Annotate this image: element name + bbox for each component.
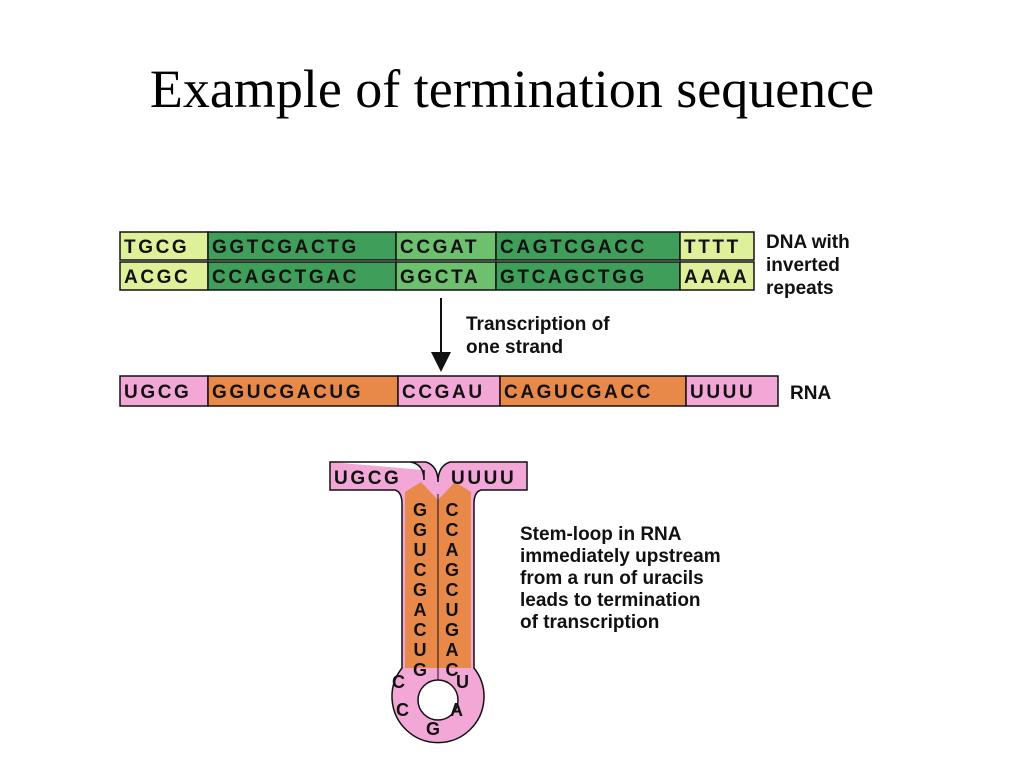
dna-top-text-1: TGCG: [124, 237, 189, 258]
loop-nt-1: C: [392, 672, 405, 692]
rna-seg-5: [685, 375, 779, 407]
loop-nt-5: U: [456, 672, 469, 692]
dna-top-seg-5: [679, 231, 755, 261]
dna-label-line-1: DNA with: [766, 232, 850, 253]
loop-nt-3: G: [426, 719, 440, 739]
dna-bottom-text-2: CCAGCTGAC: [212, 267, 359, 288]
dna-label-line-2: inverted: [766, 255, 840, 276]
dna-bottom-text-4: GTCAGCTGG: [500, 267, 647, 288]
dna-top-text-2: GGTCGACTG: [212, 237, 359, 258]
dna-bottom-text-3: GGCTA: [400, 267, 480, 288]
dna-bottom-seg-5: [679, 261, 755, 291]
stem-left-sequence: GGUCGACUG: [410, 500, 430, 680]
dna-top-seg-4: [495, 231, 681, 261]
rna-text-1: UGCG: [124, 382, 191, 403]
dna-top-seg-2: [207, 231, 397, 261]
dna-bottom-text-5: AAAA: [684, 267, 749, 288]
rna-seg-2: [207, 375, 399, 407]
rna-seg-1: [119, 375, 209, 407]
caption-line-3: from a run of uracils: [520, 568, 704, 589]
stem-loop: UGCG UUUU GGUCGACUG CCAGCUGAC C C G A U: [329, 461, 528, 744]
dna-strands: TGCG GGTCGACTG CCGAT CAGTCGACC TTTT ACGC…: [119, 231, 755, 291]
loop-nt-4: A: [450, 700, 463, 720]
dna-top-text-4: CAGTCGACC: [500, 237, 647, 258]
rna-text-4: CAGUCGACC: [504, 382, 653, 403]
rna-text-2: GGUCGACUG: [212, 382, 363, 403]
dna-label-line-3: repeats: [766, 278, 834, 299]
caption-line-5: of transcription: [520, 612, 659, 633]
transcription-label-line-1: Transcription of: [466, 314, 610, 335]
dna-top-text-3: CCGAT: [400, 237, 479, 258]
dna-top-seg-1: [119, 231, 209, 261]
stem-loop-caption: Stem-loop in RNA immediately upstream fr…: [520, 524, 721, 633]
caption-line-1: Stem-loop in RNA: [520, 524, 682, 545]
rna-text-3: CCGAU: [402, 382, 485, 403]
stem-right-tail: UUUU: [451, 468, 516, 489]
dna-bottom-seg-4: [495, 261, 681, 291]
dna-top-text-5: TTTT: [684, 237, 741, 258]
rna-seg-3: [397, 375, 501, 407]
stem-left-tail: UGCG: [334, 468, 401, 489]
rna-label: RNA: [790, 383, 831, 404]
transcription-label-line-2: one strand: [466, 337, 563, 358]
rna-strand: UGCG GGUCGACUG CCGAU CAGUCGACC UUUU: [119, 375, 779, 407]
slide-title: Example of termination sequence: [149, 59, 875, 119]
caption-line-2: immediately upstream: [520, 546, 721, 567]
dna-bottom-text-1: ACGC: [124, 267, 190, 288]
rna-text-5: UUUU: [690, 382, 755, 403]
dna-top-seg-3: [395, 231, 497, 261]
dna-bottom-seg-3: [395, 261, 497, 291]
stem-right-sequence: CCAGCUGAC: [442, 500, 462, 680]
dna-bottom-seg-1: [119, 261, 209, 291]
caption-line-4: leads to termination: [520, 590, 701, 611]
dna-label: DNA with inverted repeats: [766, 232, 850, 299]
loop-nt-2: C: [396, 700, 409, 720]
rna-seg-4: [499, 375, 687, 407]
